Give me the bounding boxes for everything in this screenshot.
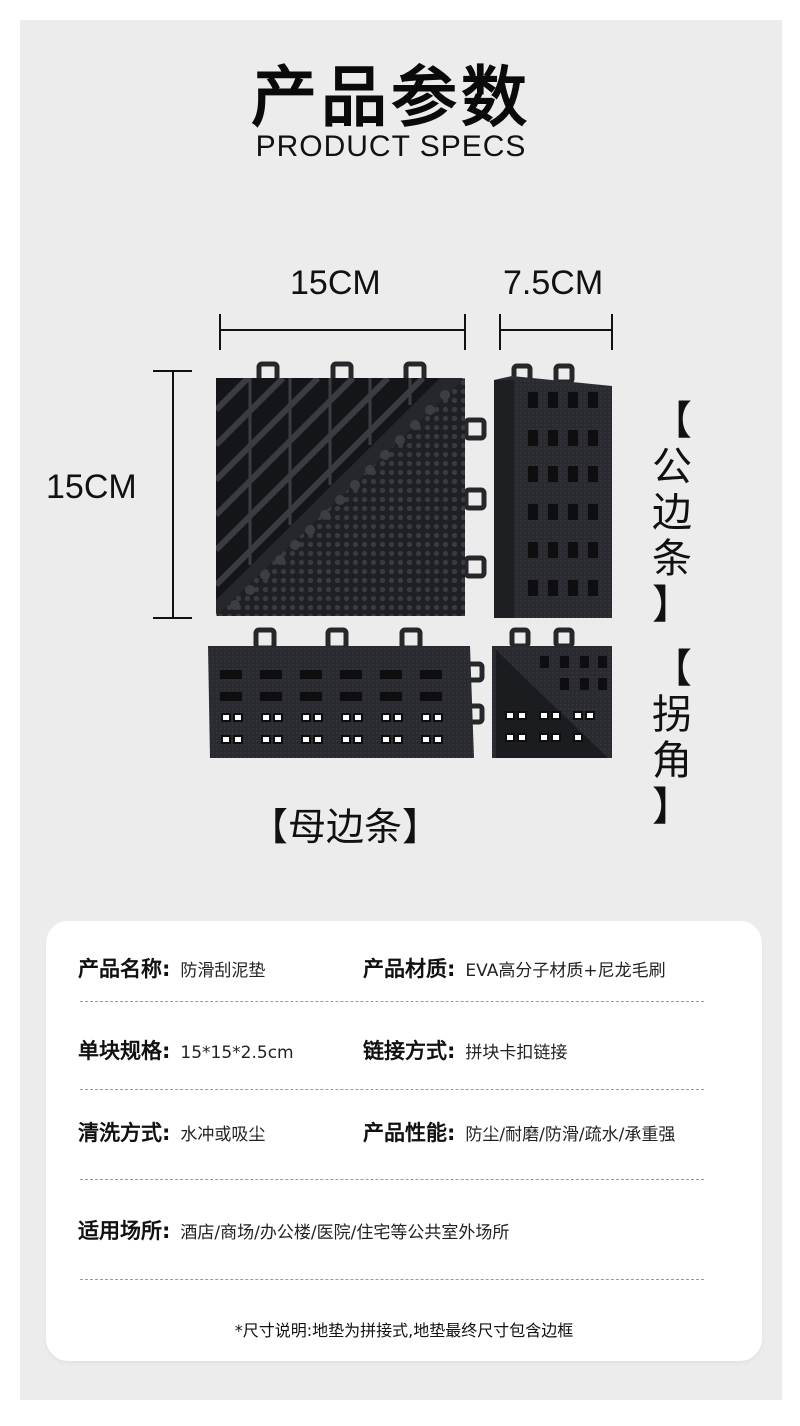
specs-card: 产品名称:防滑刮泥垫 产品材质:EVA高分子材质+尼龙毛刷 单块规格:15*15… <box>46 921 762 1361</box>
divider <box>80 1001 704 1002</box>
corner-label: 【 拐 角 】 <box>652 646 692 830</box>
spec-row-3: 清洗方式:水冲或吸尘 产品性能:防尘/耐磨/防滑/疏水/承重强 <box>78 1117 738 1157</box>
divider <box>80 1179 704 1180</box>
main-tile <box>216 361 487 616</box>
page-title: 产品参数 <box>251 59 531 136</box>
spec-usage: 适用场所:酒店/商场/办公楼/医院/住宅等公共室外场所 <box>78 1219 510 1243</box>
dimension-line-main-width <box>219 314 466 350</box>
dimension-line-main-height <box>153 370 192 619</box>
height-main-label: 15CM <box>46 468 137 506</box>
product-diagram <box>153 314 613 758</box>
size-note: *尺寸说明:地垫为拼接式,地垫最终尺寸包含边框 <box>234 1321 574 1340</box>
spec-cleaning: 清洗方式:水冲或吸尘 <box>78 1121 266 1145</box>
divider <box>80 1089 704 1090</box>
divider <box>80 1279 704 1280</box>
spec-row-1: 产品名称:防滑刮泥垫 产品材质:EVA高分子材质+尼龙毛刷 <box>78 953 738 993</box>
male-edge-label: 【 公 边 条 】 <box>652 398 692 628</box>
spec-performance: 产品性能:防尘/耐磨/防滑/疏水/承重强 <box>363 1121 676 1145</box>
page-subtitle: PRODUCT SPECS <box>255 130 527 163</box>
spec-name: 产品名称:防滑刮泥垫 <box>78 957 266 981</box>
corner-piece <box>492 627 612 758</box>
spec-row-2: 单块规格:15*15*2.5cm 链接方式:拼块卡扣链接 <box>78 1035 738 1075</box>
width-side-label: 7.5CM <box>503 264 604 302</box>
spec-material: 产品材质:EVA高分子材质+尼龙毛刷 <box>363 957 666 981</box>
width-main-label: 15CM <box>290 264 381 302</box>
female-edge-label: 【母边条】 <box>250 805 441 849</box>
spec-link: 链接方式:拼块卡扣链接 <box>363 1039 568 1063</box>
spec-row-4: 适用场所:酒店/商场/办公楼/医院/住宅等公共室外场所 <box>78 1215 738 1255</box>
spec-size: 单块规格:15*15*2.5cm <box>78 1039 294 1063</box>
female-edge-strip <box>208 627 485 758</box>
dimension-line-side-width <box>499 314 613 350</box>
male-edge-strip <box>494 363 612 618</box>
